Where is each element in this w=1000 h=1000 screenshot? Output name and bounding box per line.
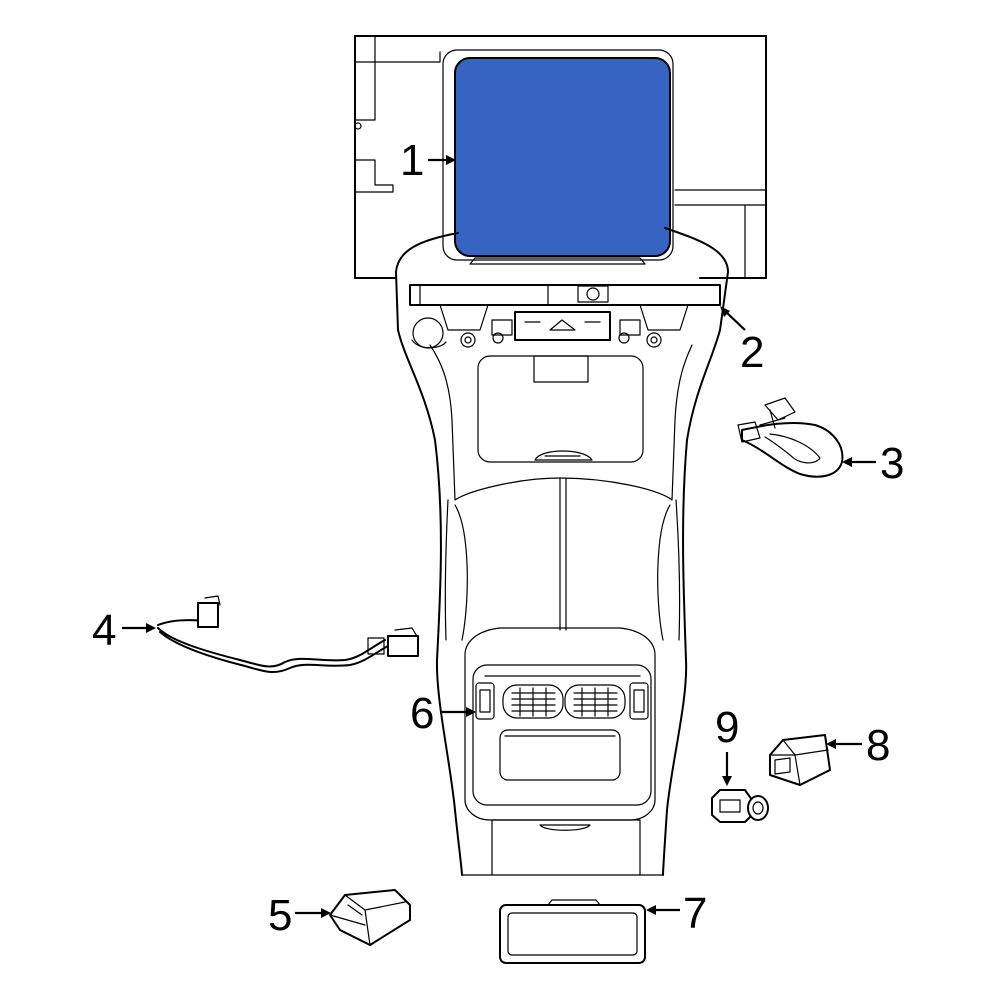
svg-text:7: 7 bbox=[683, 889, 707, 938]
svg-text:1: 1 bbox=[400, 136, 424, 185]
connector-module bbox=[769, 734, 831, 786]
air-vent-left bbox=[502, 684, 564, 719]
rear-console-panel bbox=[464, 627, 656, 831]
usb-port bbox=[711, 789, 769, 823]
center-console bbox=[395, 227, 729, 876]
svg-text:3: 3 bbox=[880, 439, 904, 488]
bracket bbox=[329, 889, 411, 946]
display-bezel-bracket bbox=[409, 284, 721, 348]
wiring-harness bbox=[157, 595, 419, 674]
svg-text:9: 9 bbox=[715, 703, 739, 752]
wiring-harness-bracket bbox=[737, 397, 844, 478]
svg-text:8: 8 bbox=[866, 721, 890, 770]
callout-1: 1 bbox=[400, 136, 456, 185]
callout-9: 9 bbox=[715, 703, 739, 786]
svg-text:6: 6 bbox=[410, 689, 434, 738]
callout-6: 6 bbox=[410, 689, 476, 738]
svg-text:4: 4 bbox=[92, 606, 116, 655]
display-screen bbox=[442, 49, 674, 265]
dashboard-frame bbox=[354, 35, 767, 279]
callout-2: 2 bbox=[720, 306, 764, 377]
callout-3: 3 bbox=[842, 439, 904, 488]
callout-7: 7 bbox=[646, 889, 707, 938]
air-vent-right bbox=[564, 684, 626, 719]
trim-panel bbox=[499, 899, 646, 964]
callout-5: 5 bbox=[268, 891, 331, 940]
svg-text:5: 5 bbox=[268, 891, 292, 940]
svg-text:2: 2 bbox=[740, 328, 764, 377]
callout-8: 8 bbox=[826, 721, 890, 770]
callout-4: 4 bbox=[92, 606, 156, 655]
